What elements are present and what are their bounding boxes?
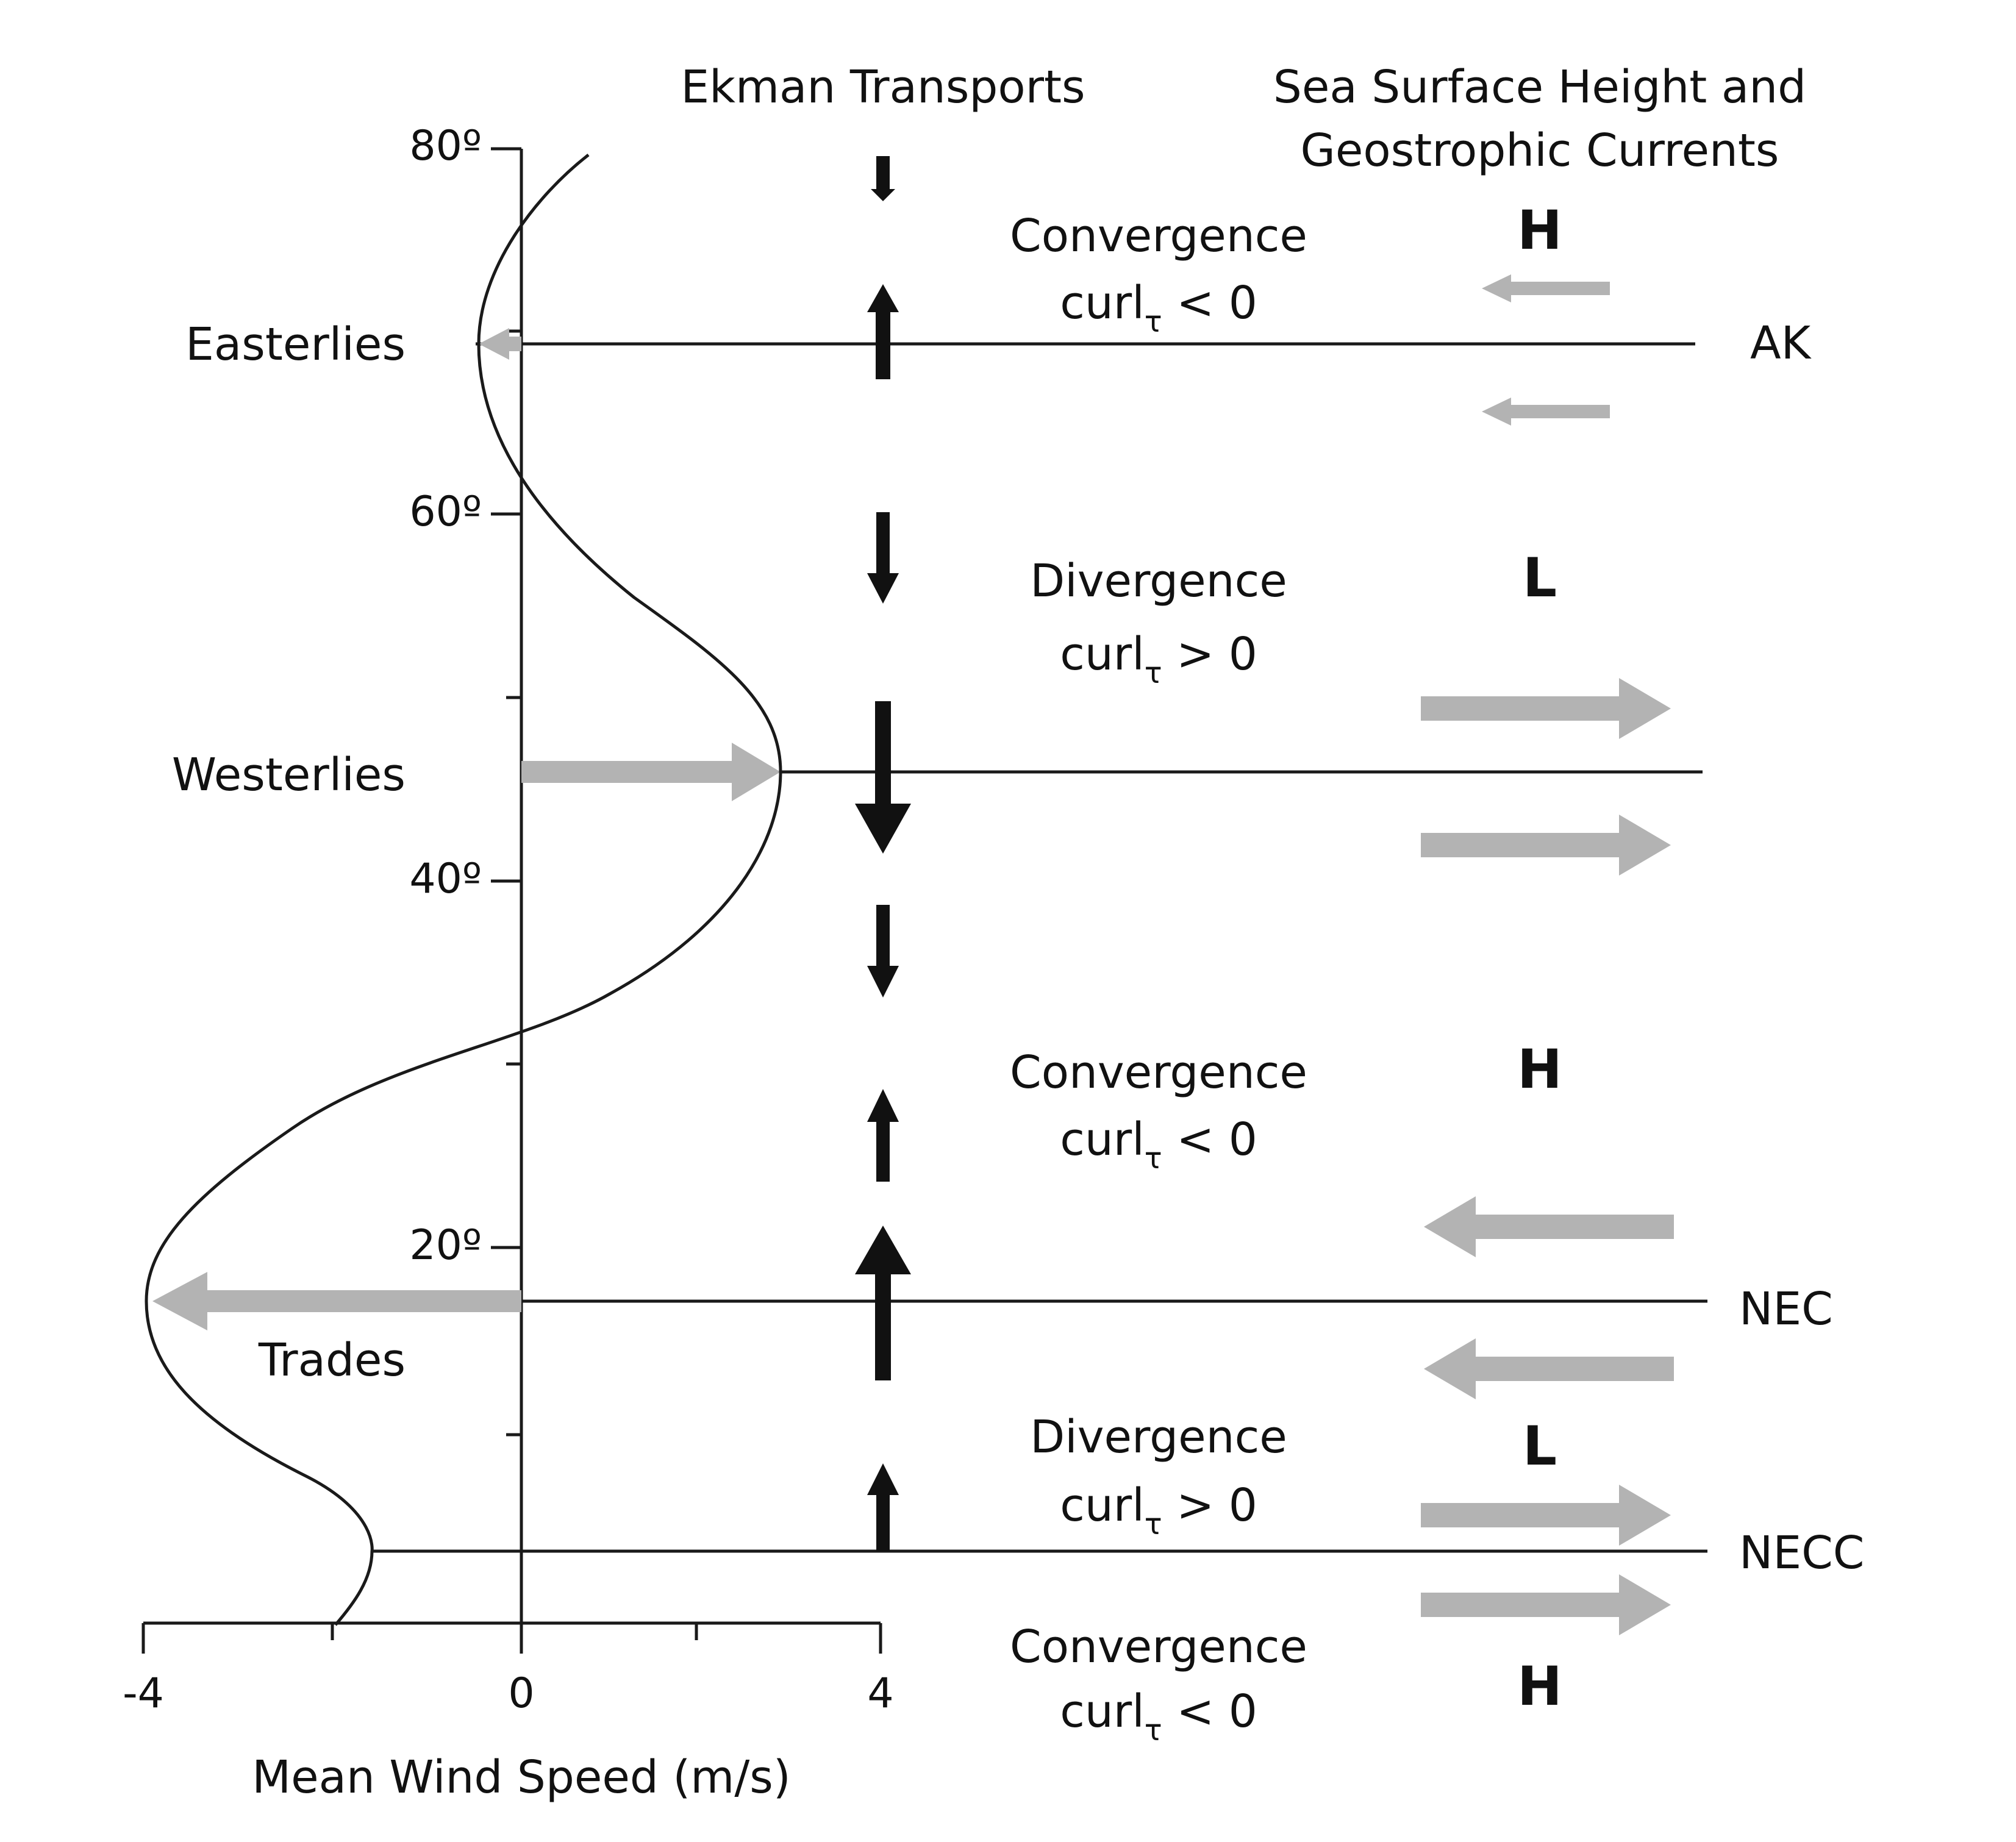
ekman-transports-header: Ekman Transports [681,61,1085,113]
zone-2-name: Divergence [1030,555,1287,607]
zone-4-curl: curlτ > 0 [1060,1479,1257,1541]
zone-5-curl-sub: τ [1145,1713,1162,1747]
necc-arrow-upper [1421,1485,1671,1546]
westerlies-wind-arrow [521,743,781,801]
zone-3-curl-cond: < 0 [1162,1113,1257,1166]
ak-label: AK [1750,317,1812,369]
current-arrows [1421,274,1674,1635]
ak-arrow-lower [1482,398,1610,426]
easterlies-wind-arrow [479,328,521,360]
lat-tick-40: 40º [409,855,482,903]
zone-1-height: H [1517,199,1562,262]
zone-3-height: H [1517,1038,1562,1101]
nec-label: NEC [1739,1283,1833,1335]
easterlies-label: Easterlies [185,318,406,371]
necc-label: NECC [1739,1527,1864,1579]
zone-3-curl-text: curl [1060,1113,1145,1166]
zone-2-height: L [1523,546,1557,609]
ekman-arrow-down-westerlies [855,701,911,854]
x-tick-0: 0 [508,1669,534,1718]
nec-arrow-lower [1424,1338,1674,1399]
zone-4-curl-cond: > 0 [1162,1479,1257,1532]
wind-arrows [152,328,781,1330]
zone-2-curl-cond: > 0 [1162,628,1257,680]
zone-4: Divergence curlτ > 0 L [1030,1411,1557,1541]
nec-arrow-upper [1424,1196,1674,1257]
zone-5: Convergence curlτ < 0 H [1010,1621,1562,1747]
zone-4-curl-sub: τ [1145,1507,1162,1541]
ekman-arrow-up-necc [867,1463,899,1551]
zone-4-curl-text: curl [1060,1479,1145,1532]
ekman-arrow-up-30 [867,1089,899,1182]
zone-5-height: H [1517,1655,1562,1718]
zone-1: Convergence curlτ < 0 H [1010,199,1562,339]
lat-tick-20: 20º [409,1221,482,1269]
zone-1-curl-cond: < 0 [1162,277,1257,329]
zone-1-curl: curlτ < 0 [1060,277,1257,339]
zone-3: Convergence curlτ < 0 H [1010,1038,1562,1176]
zone-1-curl-text: curl [1060,277,1145,329]
ssh-header-line2: Geostrophic Currents [1301,124,1779,177]
ekman-arrows [855,156,911,1551]
trades-label: Trades [258,1334,406,1387]
latitude-lines [372,342,1707,1553]
zone-1-curl-sub: τ [1145,305,1162,339]
necc-arrow-lower [1421,1574,1671,1635]
trades-wind-arrow [152,1272,521,1330]
zone-5-curl: curlτ < 0 [1060,1685,1257,1747]
ekman-arrow-up-easterlies [867,284,899,379]
wind-speed-axis [141,1621,882,1654]
lat-tick-60: 60º [409,488,482,536]
zone-2: Divergence curlτ > 0 L [1030,546,1557,690]
wind-profile-curve [145,154,782,1626]
x-axis-label: Mean Wind Speed (m/s) [252,1751,790,1804]
ekman-arrow-down-top [871,156,895,201]
zone-1-name: Convergence [1010,210,1307,262]
westerlies-label: Westerlies [172,749,406,801]
x-tick-minus4: -4 [123,1669,164,1718]
ekman-arrow-down-60 [867,512,899,604]
ekman-arrow-up-trades [855,1226,911,1380]
zone-2-curl: curlτ > 0 [1060,628,1257,690]
zone-2-curl-text: curl [1060,628,1145,680]
zone-3-curl-sub: τ [1145,1141,1162,1176]
zone-4-height: L [1523,1415,1557,1477]
ak-arrow-upper [1482,274,1610,302]
ssh-header-line1: Sea Surface Height and [1273,61,1806,113]
x-tick-4: 4 [867,1669,893,1718]
latitude-axis [491,147,523,1623]
westerly-current-arrow-upper [1421,678,1671,739]
zone-5-curl-text: curl [1060,1685,1145,1738]
zone-4-name: Divergence [1030,1411,1287,1463]
zone-5-name: Convergence [1010,1621,1307,1673]
zone-3-curl: curlτ < 0 [1060,1113,1257,1176]
westerly-current-arrow-lower [1421,815,1671,876]
lat-tick-80: 80º [409,122,482,170]
ekman-arrow-down-40 [867,905,899,998]
zone-5-curl-cond: < 0 [1162,1685,1257,1738]
zone-2-curl-sub: τ [1145,656,1162,690]
zone-3-name: Convergence [1010,1046,1307,1099]
